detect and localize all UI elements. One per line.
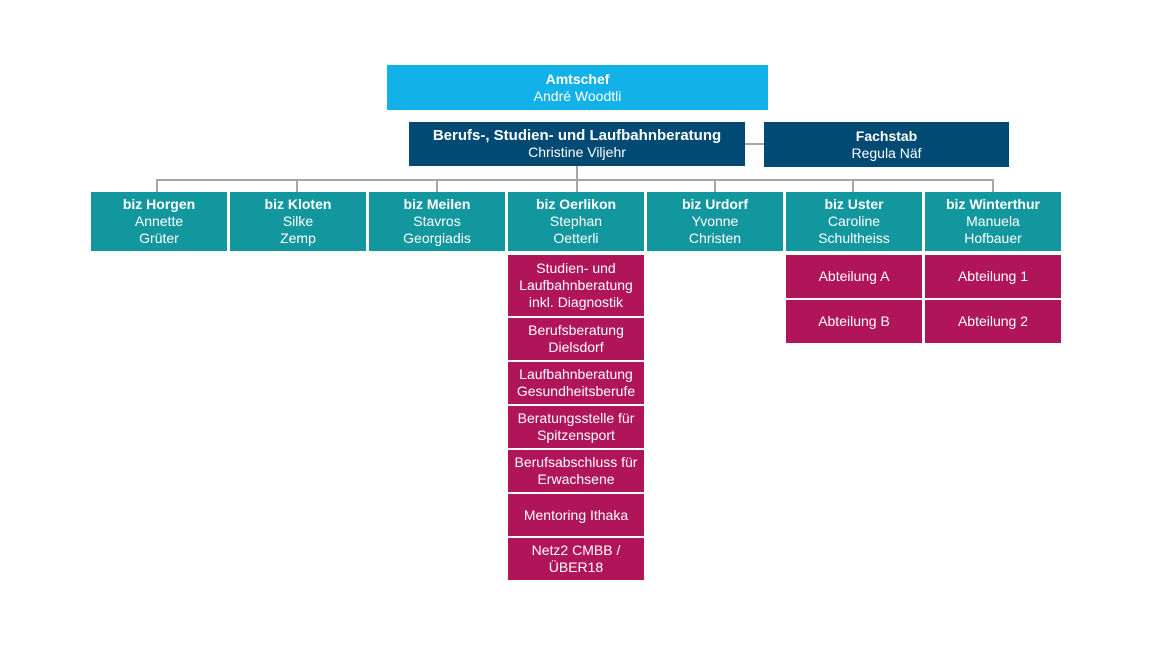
fachstab-title: Fachstab [855, 127, 918, 144]
unit-label: Berufsberatung Dielsdorf [528, 322, 624, 355]
biz-box-kloten: biz Kloten Silke Zemp [230, 192, 366, 251]
unit-label: Studien- und Laufbahnberatung inkl. Diag… [519, 260, 633, 310]
biz-head: Yvonne Christen [688, 213, 742, 246]
biz-box-urdorf: biz Urdorf Yvonne Christen [647, 192, 783, 251]
biz-head: Stavros Georgiadis [403, 213, 471, 246]
fachstab-box: Fachstab Regula Näf [764, 122, 1009, 167]
unit-label: Abteilung A [818, 268, 890, 284]
biz-box-winterthur: biz Winterthur Manuela Hofbauer [925, 192, 1061, 251]
biz-box-horgen: biz Horgen Annette Grüter [91, 192, 227, 251]
connector-drop-meilen [436, 179, 438, 192]
connector-drop-horgen [156, 179, 158, 192]
biz-head: Silke Zemp [280, 213, 316, 246]
uster-unit: Abteilung B [786, 300, 922, 343]
biz-head: Manuela Hofbauer [964, 213, 1022, 246]
connector-drop-uster [852, 179, 854, 192]
biz-box-meilen: biz Meilen Stavros Georgiadis [369, 192, 505, 251]
biz-box-oerlikon: biz Oerlikon Stephan Oetterli [508, 192, 644, 251]
connector-bslb-fachstab [745, 143, 764, 145]
biz-title: biz Uster [824, 196, 884, 212]
unit-label: Abteilung B [818, 313, 890, 329]
oerlikon-unit: Mentoring Ithaka [508, 494, 644, 536]
biz-head: Annette Grüter [134, 213, 184, 246]
connector-bslb-down [576, 166, 578, 180]
amtschef-box: Amtschef André Woodtli [387, 65, 768, 110]
biz-box-uster: biz Uster Caroline Schultheiss [786, 192, 922, 251]
connector-drop-winterthur [992, 179, 994, 192]
connector-horizontal [156, 179, 994, 181]
unit-label: Berufsabschluss für Erwachsene [514, 454, 638, 487]
biz-title: biz Urdorf [681, 196, 749, 212]
bslb-title: Berufs-, Studien- und Laufbahnberatung [432, 127, 722, 144]
bslb-name: Christine Viljehr [528, 144, 626, 160]
winterthur-unit: Abteilung 2 [925, 300, 1061, 343]
unit-label: Abteilung 1 [957, 268, 1029, 284]
biz-head: Stephan Oetterli [549, 213, 603, 246]
biz-title: biz Oerlikon [535, 196, 617, 212]
winterthur-unit: Abteilung 1 [925, 255, 1061, 298]
connector-drop-oerlikon [576, 179, 578, 192]
fachstab-name: Regula Näf [851, 144, 922, 161]
oerlikon-unit: Laufbahnberatung Gesundheitsberufe [508, 362, 644, 404]
unit-label: Mentoring Ithaka [523, 506, 629, 523]
unit-label: Laufbahnberatung Gesundheitsberufe [516, 366, 636, 399]
biz-title: biz Horgen [122, 196, 196, 212]
unit-label: Abteilung 2 [957, 313, 1029, 329]
bslb-box: Berufs-, Studien- und Laufbahnberatung C… [409, 122, 745, 166]
connector-drop-urdorf [714, 179, 716, 192]
unit-label: Netz2 CMBB / ÜBER18 [531, 542, 621, 575]
oerlikon-unit: Studien- und Laufbahnberatung inkl. Diag… [508, 255, 644, 316]
uster-unit: Abteilung A [786, 255, 922, 298]
unit-label: Beratungsstelle für Spitzensport [517, 410, 635, 443]
connector-drop-kloten [296, 179, 298, 192]
amtschef-name: André Woodtli [533, 87, 622, 104]
oerlikon-unit: Berufsberatung Dielsdorf [508, 318, 644, 360]
biz-head: Caroline Schultheiss [818, 213, 890, 246]
biz-title: biz Winterthur [946, 196, 1040, 212]
amtschef-title: Amtschef [545, 70, 610, 87]
oerlikon-unit: Netz2 CMBB / ÜBER18 [508, 538, 644, 580]
oerlikon-unit: Beratungsstelle für Spitzensport [508, 406, 644, 448]
oerlikon-unit: Berufsabschluss für Erwachsene [508, 450, 644, 492]
biz-title: biz Meilen [403, 196, 471, 212]
biz-title: biz Kloten [264, 196, 332, 212]
